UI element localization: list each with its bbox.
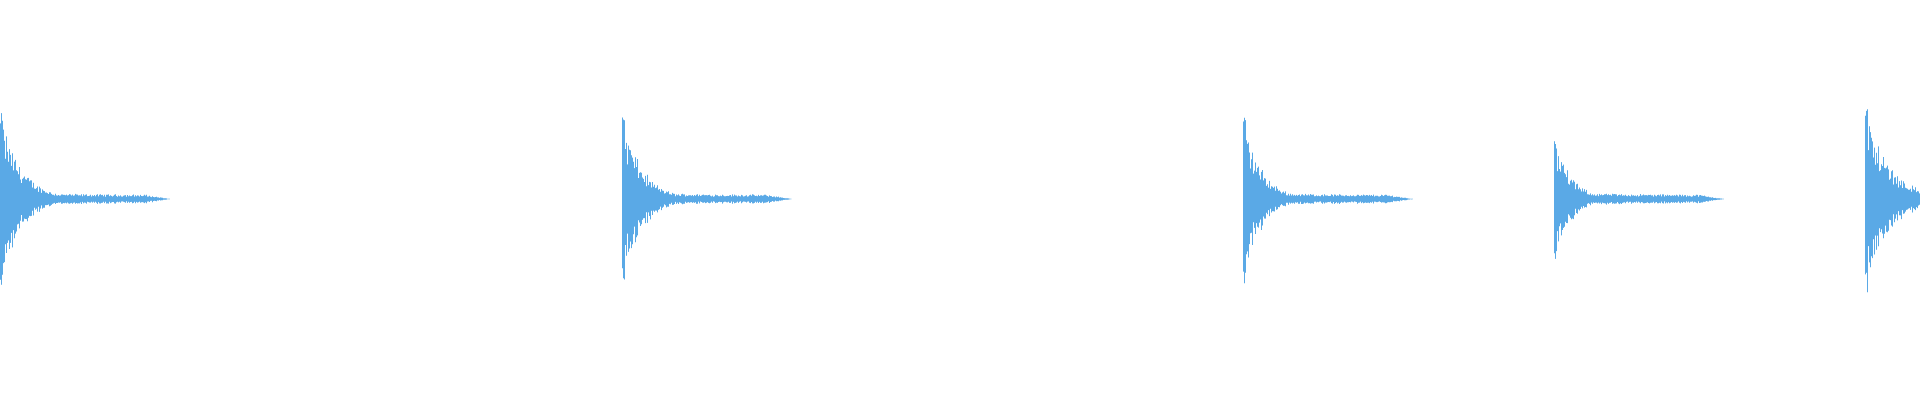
waveform-peak-bars [1865,109,1920,293]
waveform-transient [1243,117,1413,284]
waveform-peak-bars [1243,117,1413,284]
waveform-peak-bars [1554,141,1724,259]
waveform-peak-bars [0,113,170,285]
waveform-transient [0,113,170,285]
waveform-peak-bars [622,117,792,280]
waveform-transient [622,117,792,280]
waveform-transient [1865,109,1920,293]
waveform-transient [1554,141,1724,259]
